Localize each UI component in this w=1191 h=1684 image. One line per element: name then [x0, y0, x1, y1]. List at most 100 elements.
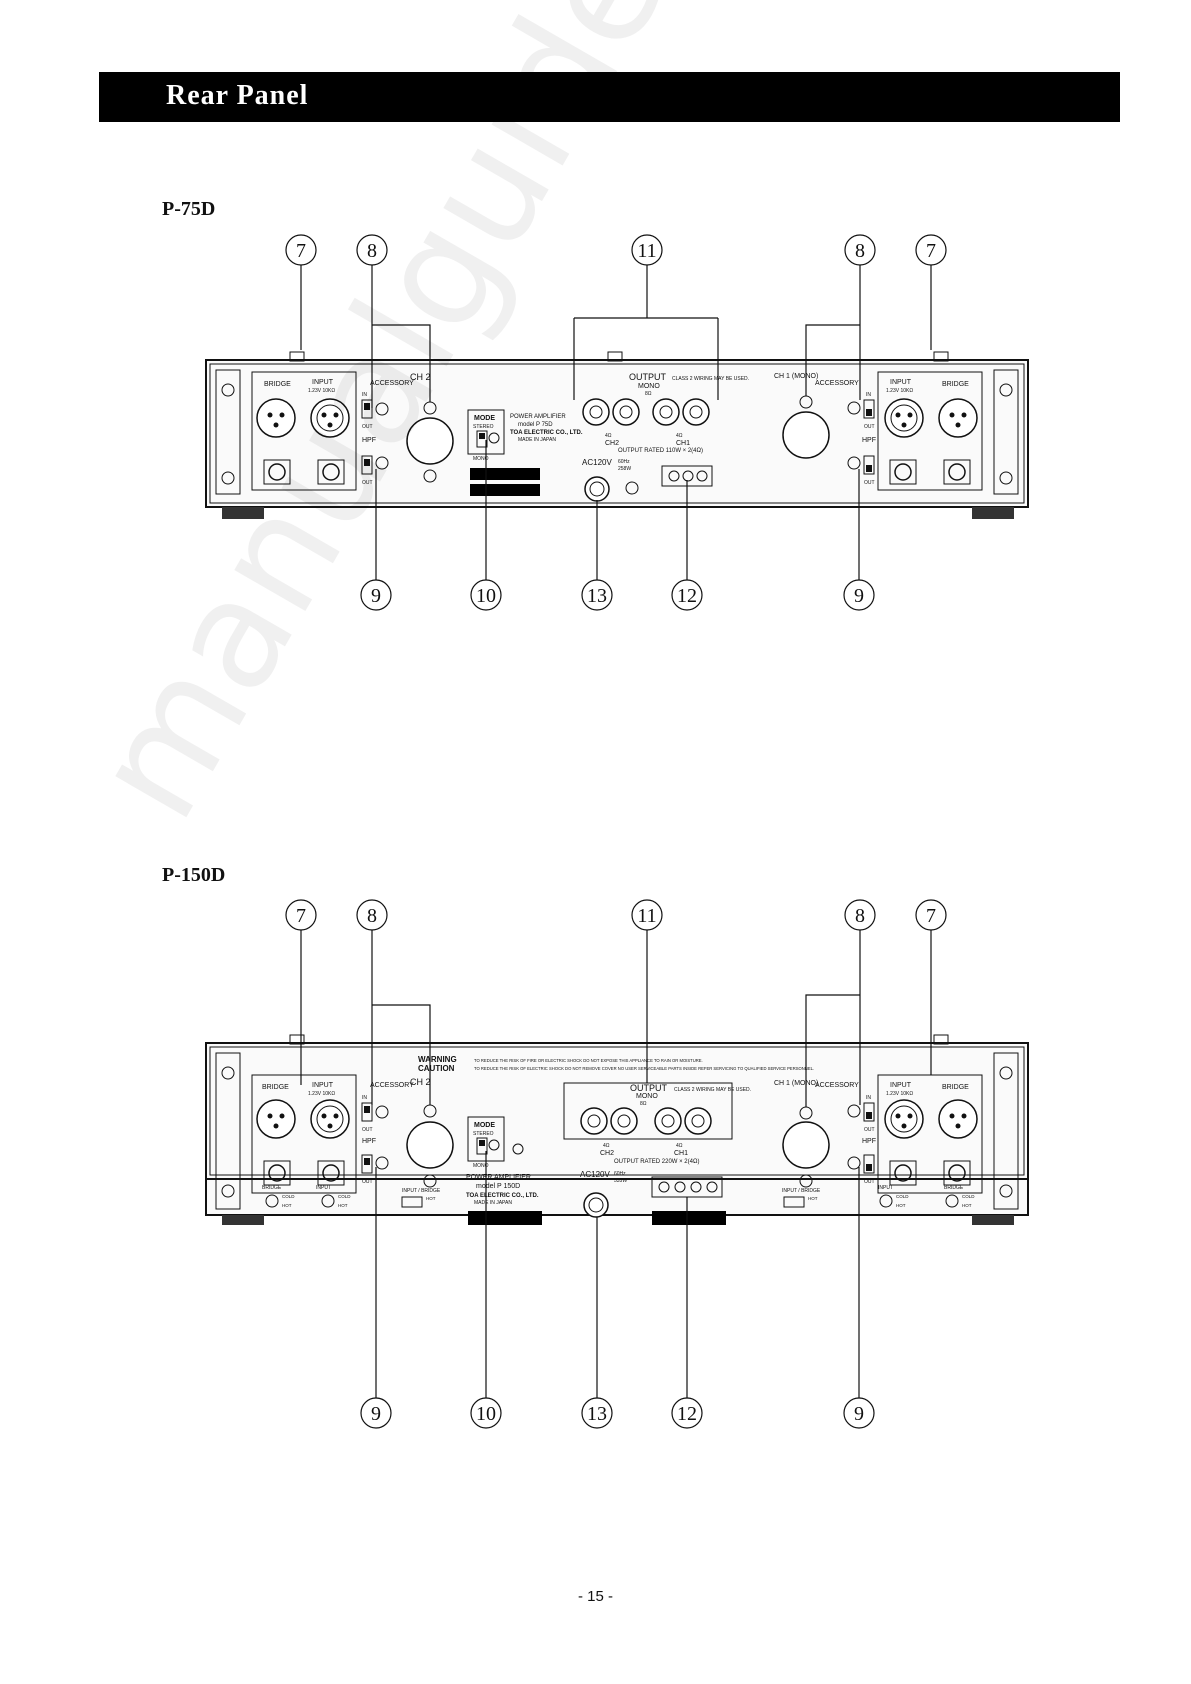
svg-text:9: 9	[371, 585, 381, 607]
speakon-ch1[interactable]	[782, 1121, 830, 1169]
callout-9-right: 9	[843, 579, 875, 611]
speakon-ch1[interactable]	[782, 411, 830, 459]
accessory-switch-right[interactable]	[863, 1102, 875, 1122]
svg-text:BRIDGE: BRIDGE	[262, 1185, 282, 1191]
svg-text:4Ω: 4Ω	[676, 433, 683, 439]
svg-text:OUT: OUT	[864, 1179, 875, 1185]
svg-text:COLD: COLD	[962, 1194, 975, 1199]
caution-label: CAUTION	[418, 1064, 455, 1073]
phone-jack-bridge-right[interactable]	[948, 1164, 966, 1182]
svg-text:model P 75D: model P 75D	[518, 422, 553, 428]
binding-post-ch1-red[interactable]	[654, 1107, 682, 1135]
accessory-switch-left[interactable]	[361, 399, 373, 419]
svg-text:8: 8	[855, 240, 865, 262]
svg-text:HOT: HOT	[962, 1203, 972, 1208]
svg-text:10: 10	[476, 1403, 496, 1425]
phone-jack-input-right[interactable]	[894, 463, 912, 481]
svg-text:9: 9	[854, 585, 864, 607]
binding-post-ch1-black[interactable]	[682, 398, 710, 426]
svg-text:13: 13	[587, 585, 607, 607]
svg-text:MONO: MONO	[473, 456, 489, 462]
svg-text:AC120V: AC120V	[580, 1170, 610, 1179]
svg-text:COLD: COLD	[896, 1194, 909, 1199]
callout-9-right: 9	[843, 1397, 875, 1429]
binding-post-ch2-black[interactable]	[612, 398, 640, 426]
phone-jack-bridge-left[interactable]	[268, 463, 286, 481]
svg-text:ACCESSORY: ACCESSORY	[815, 1082, 859, 1089]
svg-text:POWER AMPLIFIER: POWER AMPLIFIER	[510, 414, 566, 420]
page-number: - 15 -	[577, 1588, 613, 1605]
callout-12: 12	[671, 1397, 703, 1429]
phone-jack-input-right[interactable]	[894, 1164, 912, 1182]
svg-text:MADE IN JAPAN: MADE IN JAPAN	[474, 1200, 512, 1206]
speakon-ch2[interactable]	[406, 1121, 454, 1169]
phone-jack-bridge-right[interactable]	[948, 463, 966, 481]
xlr-bridge-right[interactable]	[938, 1099, 978, 1139]
phone-jack-input-left[interactable]	[322, 463, 340, 481]
accessory-switch-left[interactable]	[361, 1102, 373, 1122]
svg-text:12: 12	[677, 585, 697, 607]
svg-text:8Ω: 8Ω	[640, 1101, 647, 1107]
svg-text:535W: 535W	[614, 1178, 627, 1184]
svg-text:HOT: HOT	[426, 1196, 436, 1201]
callout-12: 12	[671, 579, 703, 611]
binding-post-ch2-red[interactable]	[582, 398, 610, 426]
phone-jack-input-left[interactable]	[322, 1164, 340, 1182]
hpf-switch-left[interactable]	[361, 1154, 373, 1174]
phone-jack-bridge-left[interactable]	[268, 1164, 286, 1182]
accessory-switch-right[interactable]	[863, 399, 875, 419]
callout-8-right: 8	[844, 899, 876, 931]
svg-text:8: 8	[367, 905, 377, 927]
callout-10: 10	[470, 579, 502, 611]
svg-text:60Hz: 60Hz	[614, 1171, 626, 1177]
svg-text:7: 7	[926, 240, 936, 262]
svg-text:8: 8	[367, 240, 377, 262]
svg-text:OUTPUT RATED 220W × 2(4Ω): OUTPUT RATED 220W × 2(4Ω)	[614, 1159, 699, 1165]
hpf-switch-right[interactable]	[863, 455, 875, 475]
warning-text-1: TO REDUCE THE RISK OF FIRE OR ELECTRIC S…	[474, 1058, 703, 1063]
svg-text:1.23V 10KΩ: 1.23V 10KΩ	[886, 1091, 913, 1097]
svg-text:7: 7	[926, 905, 936, 927]
svg-text:4Ω: 4Ω	[676, 1143, 683, 1149]
xlr-bridge-left[interactable]	[256, 1099, 296, 1139]
svg-text:HOT: HOT	[282, 1203, 292, 1208]
ac-label: AC120V	[582, 458, 612, 467]
hpf-label-left: HPF	[362, 437, 376, 444]
callout-7-right: 7	[915, 234, 947, 266]
svg-text:OUT: OUT	[864, 424, 875, 430]
mode-switch[interactable]	[476, 1137, 488, 1155]
xlr-bridge-left[interactable]	[256, 398, 296, 438]
svg-text:CH2: CH2	[600, 1150, 614, 1157]
hpf-label-right: HPF	[862, 437, 876, 444]
accessory-label-right: ACCESSORY	[815, 380, 859, 387]
svg-text:OUT: OUT	[362, 480, 373, 486]
binding-post-ch1-black[interactable]	[684, 1107, 712, 1135]
speakon-ch2[interactable]	[406, 417, 454, 465]
warning-text-2: TO REDUCE THE RISK OF ELECTRIC SHOCK DO …	[474, 1066, 814, 1071]
rear-panel-figure-p75d: BRIDGE INPUT 1.23V 10KΩ ACCESSORY IN OUT…	[205, 234, 1029, 611]
hpf-switch-left[interactable]	[361, 455, 373, 475]
svg-text:11: 11	[637, 240, 656, 262]
svg-text:10: 10	[476, 585, 496, 607]
svg-text:INPUT: INPUT	[312, 1082, 334, 1089]
output-label: OUTPUT	[629, 372, 667, 382]
mode-switch[interactable]	[476, 430, 488, 448]
input-spec-left: 1.23V 10KΩ	[308, 388, 335, 394]
svg-text:COLD: COLD	[282, 1194, 295, 1199]
svg-text:12: 12	[677, 1403, 697, 1425]
xlr-bridge-right[interactable]	[938, 398, 978, 438]
svg-text:1.23V 10KΩ: 1.23V 10KΩ	[308, 1091, 335, 1097]
accessory-label-left: ACCESSORY	[370, 380, 414, 387]
binding-post-ch1-red[interactable]	[652, 398, 680, 426]
binding-post-ch2-red[interactable]	[580, 1107, 608, 1135]
ac-cord	[583, 1192, 609, 1218]
callout-11: 11	[631, 234, 663, 266]
hpf-switch-right[interactable]	[863, 1154, 875, 1174]
callout-7-left: 7	[285, 899, 317, 931]
callout-8-left: 8	[356, 234, 388, 266]
svg-text:INPUT: INPUT	[890, 1082, 912, 1089]
mode-label: MODE	[474, 415, 495, 422]
input-label-left: INPUT	[312, 379, 334, 386]
binding-post-ch2-black[interactable]	[610, 1107, 638, 1135]
svg-text:CLASS 2 WIRING MAY BE USED.: CLASS 2 WIRING MAY BE USED.	[672, 376, 749, 382]
